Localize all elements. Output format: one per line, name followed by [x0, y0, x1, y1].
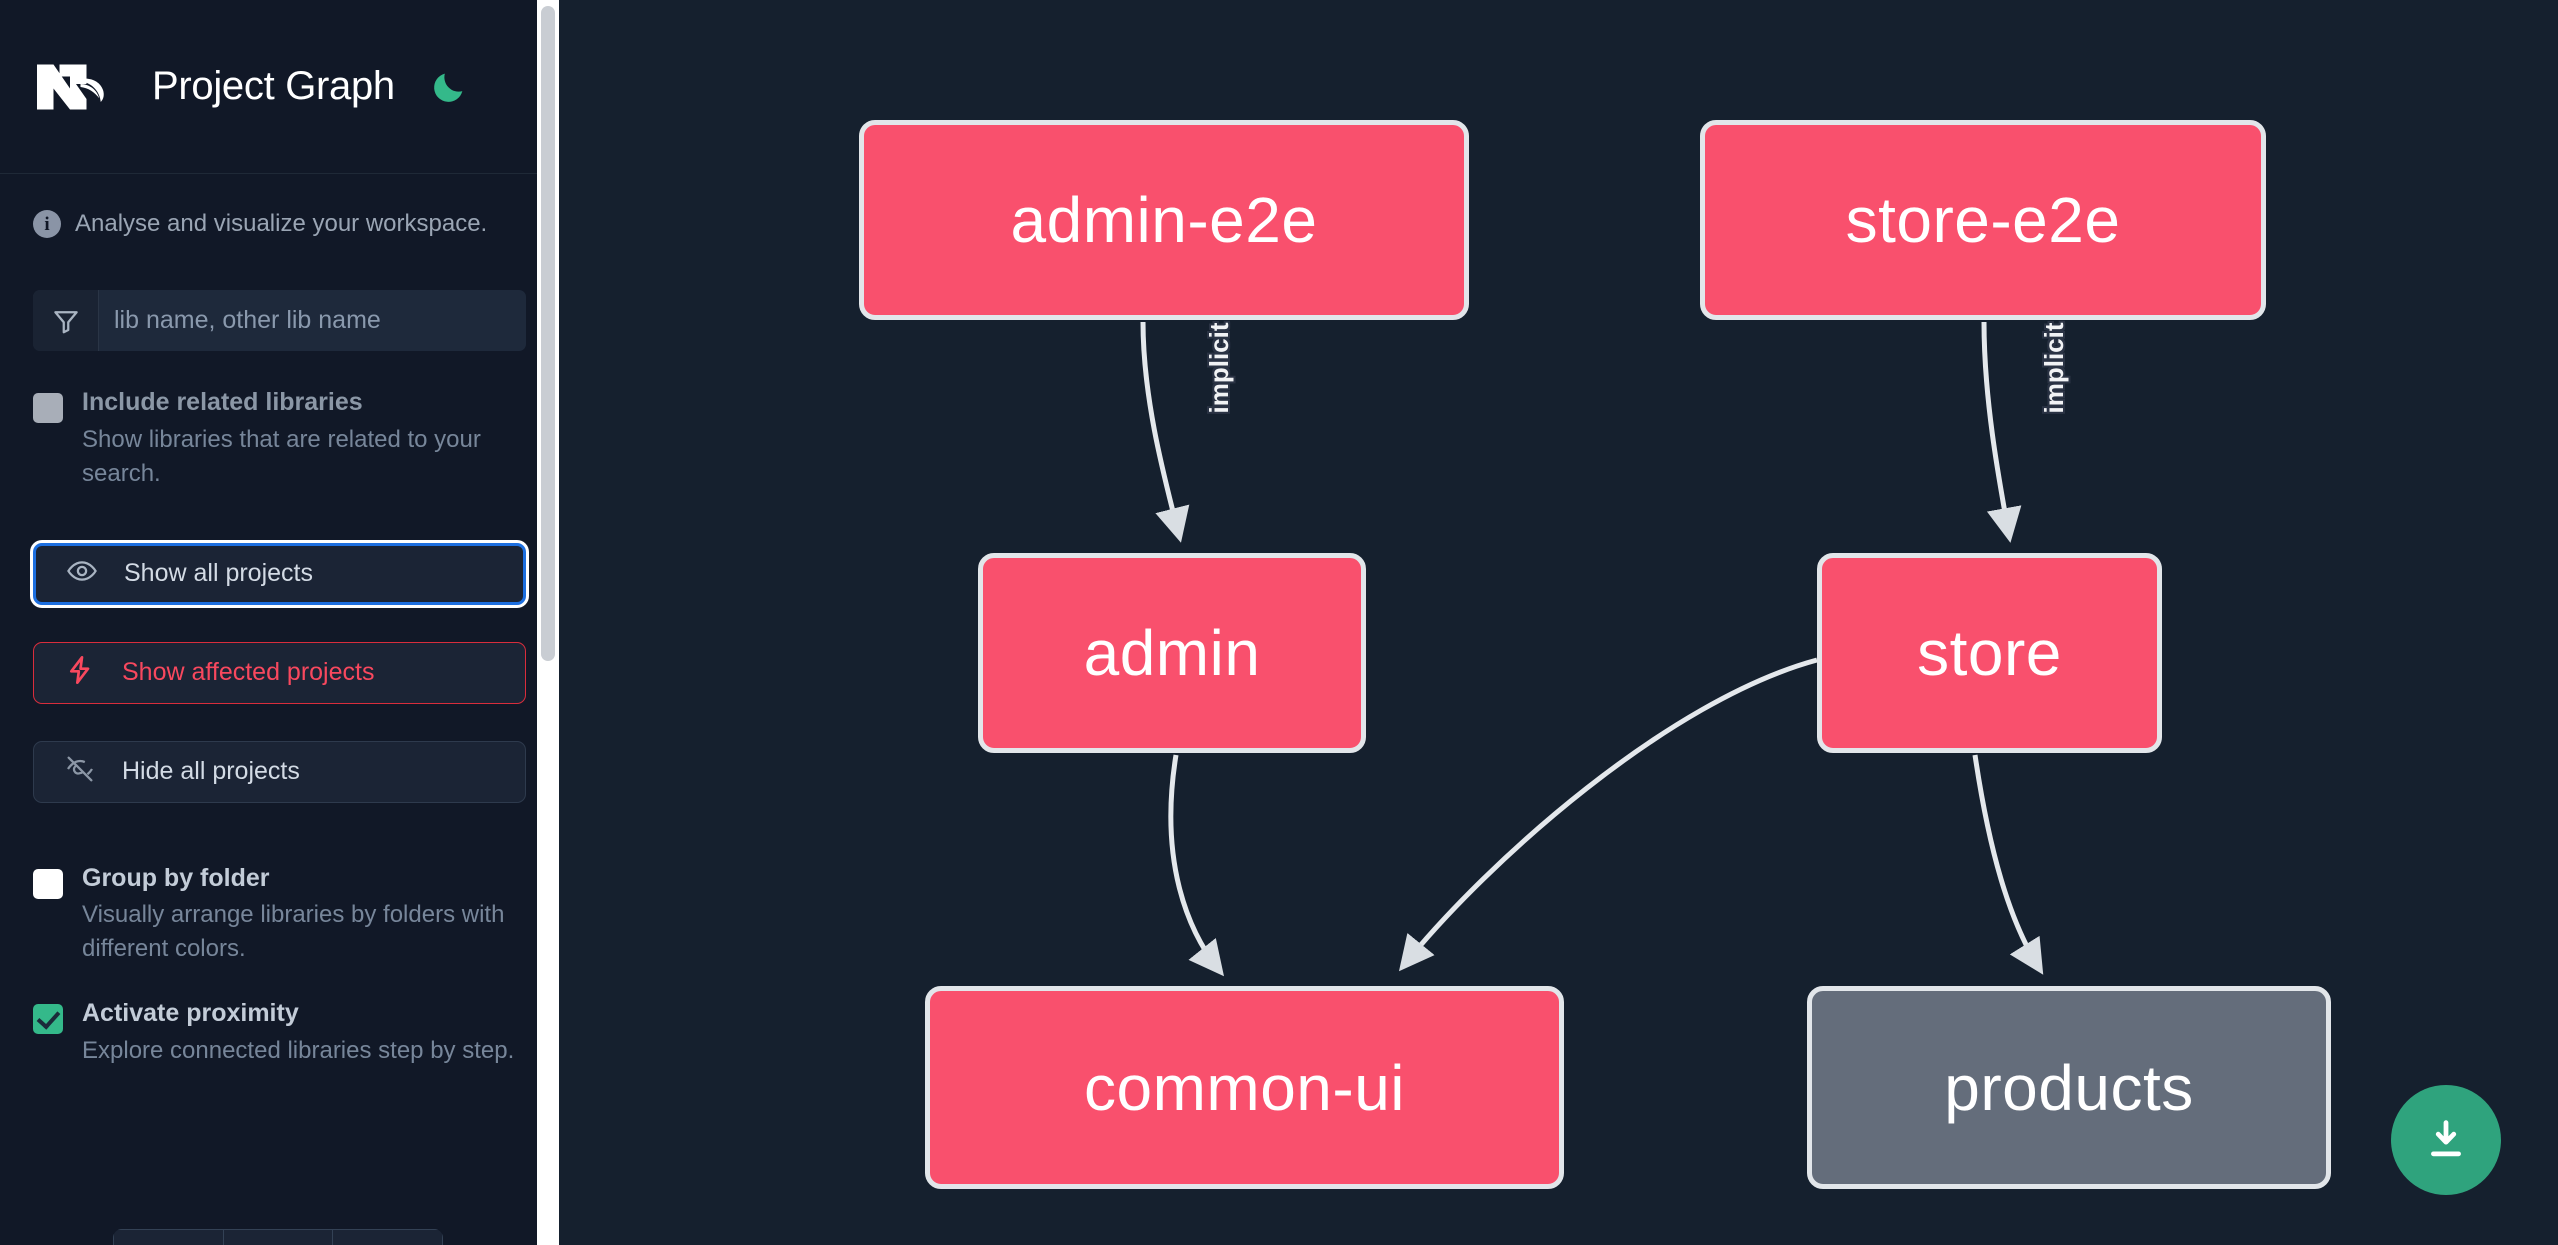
moon-icon[interactable]: [427, 65, 471, 109]
activate-proximity-checkbox[interactable]: [33, 1004, 63, 1035]
sidebar-scrollbar[interactable]: [537, 0, 559, 1245]
sidebar-scrollbar-thumb[interactable]: [541, 6, 555, 661]
edge-label-implicit-admin: implicit: [1204, 322, 1234, 414]
download-icon: [2431, 1120, 2461, 1157]
proximity-decrement-button[interactable]: [113, 1229, 224, 1245]
sidebar-header: Project Graph: [0, 0, 559, 174]
download-graph-button[interactable]: [2391, 1085, 2501, 1195]
filter-funnel-icon: [33, 290, 99, 351]
info-text: Analyse and visualize your workspace.: [75, 210, 488, 237]
workspace-info: i Analyse and visualize your workspace.: [0, 174, 559, 238]
option-group-by-folder[interactable]: Group by folder Visually arrange librari…: [0, 803, 559, 967]
info-circle-icon: i: [33, 210, 61, 238]
show-all-projects-button[interactable]: Show all projects: [33, 542, 526, 605]
edge-store-e2e-to-store: [1981, 321, 2022, 543]
proximity-value-button[interactable]: [223, 1229, 334, 1245]
search-input[interactable]: [99, 290, 526, 351]
nx-logo-icon: [33, 60, 125, 114]
activate-proximity-desc: Explore connected libraries step by step…: [82, 1036, 515, 1064]
show-all-projects-label: Show all projects: [124, 559, 313, 588]
option-activate-proximity[interactable]: Activate proximity Explore connected lib…: [0, 966, 559, 1068]
graph-node-store-e2e[interactable]: store-e2e: [1700, 120, 2266, 320]
include-related-libraries-label: Include related libraries: [82, 388, 363, 416]
graph-node-common-ui[interactable]: common-ui: [925, 986, 1564, 1189]
lightning-bolt-icon: [64, 654, 96, 691]
group-by-folder-desc: Visually arrange libraries by folders wi…: [82, 901, 505, 963]
proximity-increment-button[interactable]: [333, 1229, 443, 1245]
group-by-folder-label: Group by folder: [82, 863, 270, 892]
graph-canvas[interactable]: implicit implicit admin-e2e store-e2e ad…: [559, 0, 2558, 1245]
graph-node-store[interactable]: store: [1817, 553, 2162, 753]
edge-admin-e2e-to-admin: [1140, 321, 1190, 543]
show-affected-projects-button[interactable]: Show affected projects: [33, 641, 526, 704]
edge-admin-to-common-ui: [1168, 754, 1224, 977]
group-by-folder-checkbox[interactable]: [33, 868, 63, 899]
eye-off-icon: [64, 753, 96, 790]
graph-node-products[interactable]: products: [1807, 986, 2331, 1189]
graph-node-admin[interactable]: admin: [978, 553, 1366, 753]
app-title: Project Graph: [152, 64, 395, 108]
show-affected-projects-label: Show affected projects: [122, 658, 375, 687]
hide-all-projects-label: Hide all projects: [122, 757, 300, 786]
include-related-libraries-checkbox[interactable]: [33, 393, 63, 423]
eye-icon: [66, 555, 98, 592]
edge-store-to-products: [1972, 754, 2044, 975]
edge-label-implicit-store: implicit: [2039, 322, 2069, 414]
graph-node-admin-e2e[interactable]: admin-e2e: [859, 120, 1469, 320]
hide-all-projects-button[interactable]: Hide all projects: [33, 740, 526, 803]
edge-store-to-common-ui: [1398, 657, 1818, 972]
sidebar: Project Graph i Analyse and visualize yo…: [0, 0, 559, 1245]
include-related-libraries-desc: Show libraries that are related to your …: [82, 425, 481, 487]
option-include-related-libraries[interactable]: Include related libraries Show libraries…: [0, 351, 559, 491]
visibility-button-group: Show all projects Show affected projects: [0, 542, 559, 803]
search-field[interactable]: [33, 290, 526, 351]
proximity-stepper-group[interactable]: [113, 1229, 443, 1245]
activate-proximity-label: Activate proximity: [82, 999, 299, 1028]
